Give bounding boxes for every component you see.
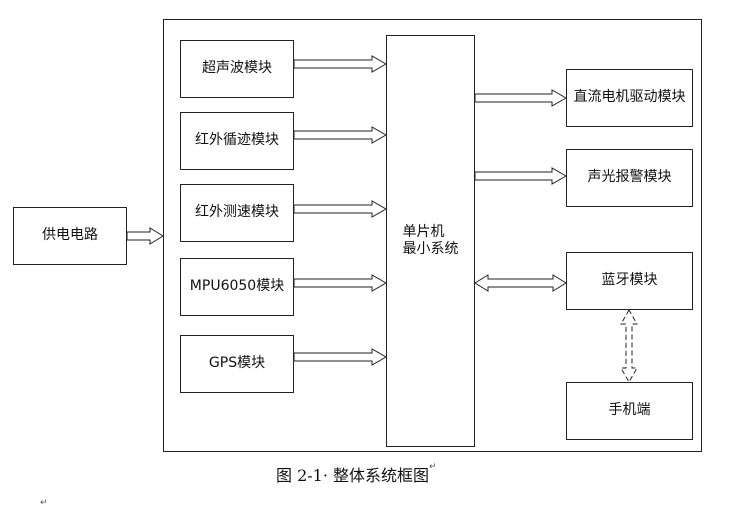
paragraph-mark: ↵ (429, 462, 437, 472)
mpu6050-block: MPU6050模块 (180, 258, 294, 316)
arrow-alarm (474, 167, 568, 185)
ir-tracking-block: 红外循迹模块 (180, 112, 294, 170)
motor-driver-block: 直流电机驱动模块 (566, 69, 693, 127)
alarm-block: 声光报警模块 (566, 149, 693, 207)
phone-label: 手机端 (608, 402, 651, 419)
alarm-label: 声光报警模块 (587, 169, 672, 186)
arrow-motor (474, 89, 568, 107)
bluetooth-block: 蓝牙模块 (566, 252, 693, 310)
ir-tracking-label: 红外循迹模块 (195, 132, 279, 149)
bluetooth-label: 蓝牙模块 (601, 272, 658, 289)
paragraph-mark-bottom: ↵ (40, 498, 48, 508)
mpu6050-label: MPU6050模块 (189, 278, 285, 295)
power-block: 供电电路 (13, 207, 127, 265)
caption-text: 图 2-1· 整体系统框图 (276, 466, 430, 485)
figure-caption: 图 2-1· 整体系统框图↵ (276, 462, 437, 486)
arrow-mpu (293, 274, 388, 292)
arrow-ultrasonic (293, 55, 388, 73)
gps-block: GPS模块 (180, 335, 294, 393)
arrow-power (126, 227, 164, 245)
mcu-label-line2: 最小系统 (402, 241, 459, 257)
ultrasonic-block: 超声波模块 (180, 40, 294, 98)
system-frame (163, 19, 702, 452)
arrow-gps (293, 348, 388, 366)
ir-speed-label: 红外测速模块 (195, 204, 279, 221)
mcu-block: 单片机 最小系统 (386, 35, 475, 447)
phone-block: 手机端 (566, 382, 693, 440)
power-label: 供电电路 (42, 227, 98, 244)
motor-driver-label: 直流电机驱动模块 (573, 89, 686, 106)
ultrasonic-label: 超声波模块 (202, 60, 272, 77)
arrow-wireless (620, 308, 638, 384)
gps-label: GPS模块 (208, 355, 266, 372)
arrow-ir-speed (293, 200, 388, 218)
arrow-bluetooth (474, 274, 567, 292)
arrow-ir-track (293, 126, 388, 144)
ir-speed-block: 红外测速模块 (180, 184, 294, 242)
mcu-label-line1: 单片机 (402, 223, 445, 240)
